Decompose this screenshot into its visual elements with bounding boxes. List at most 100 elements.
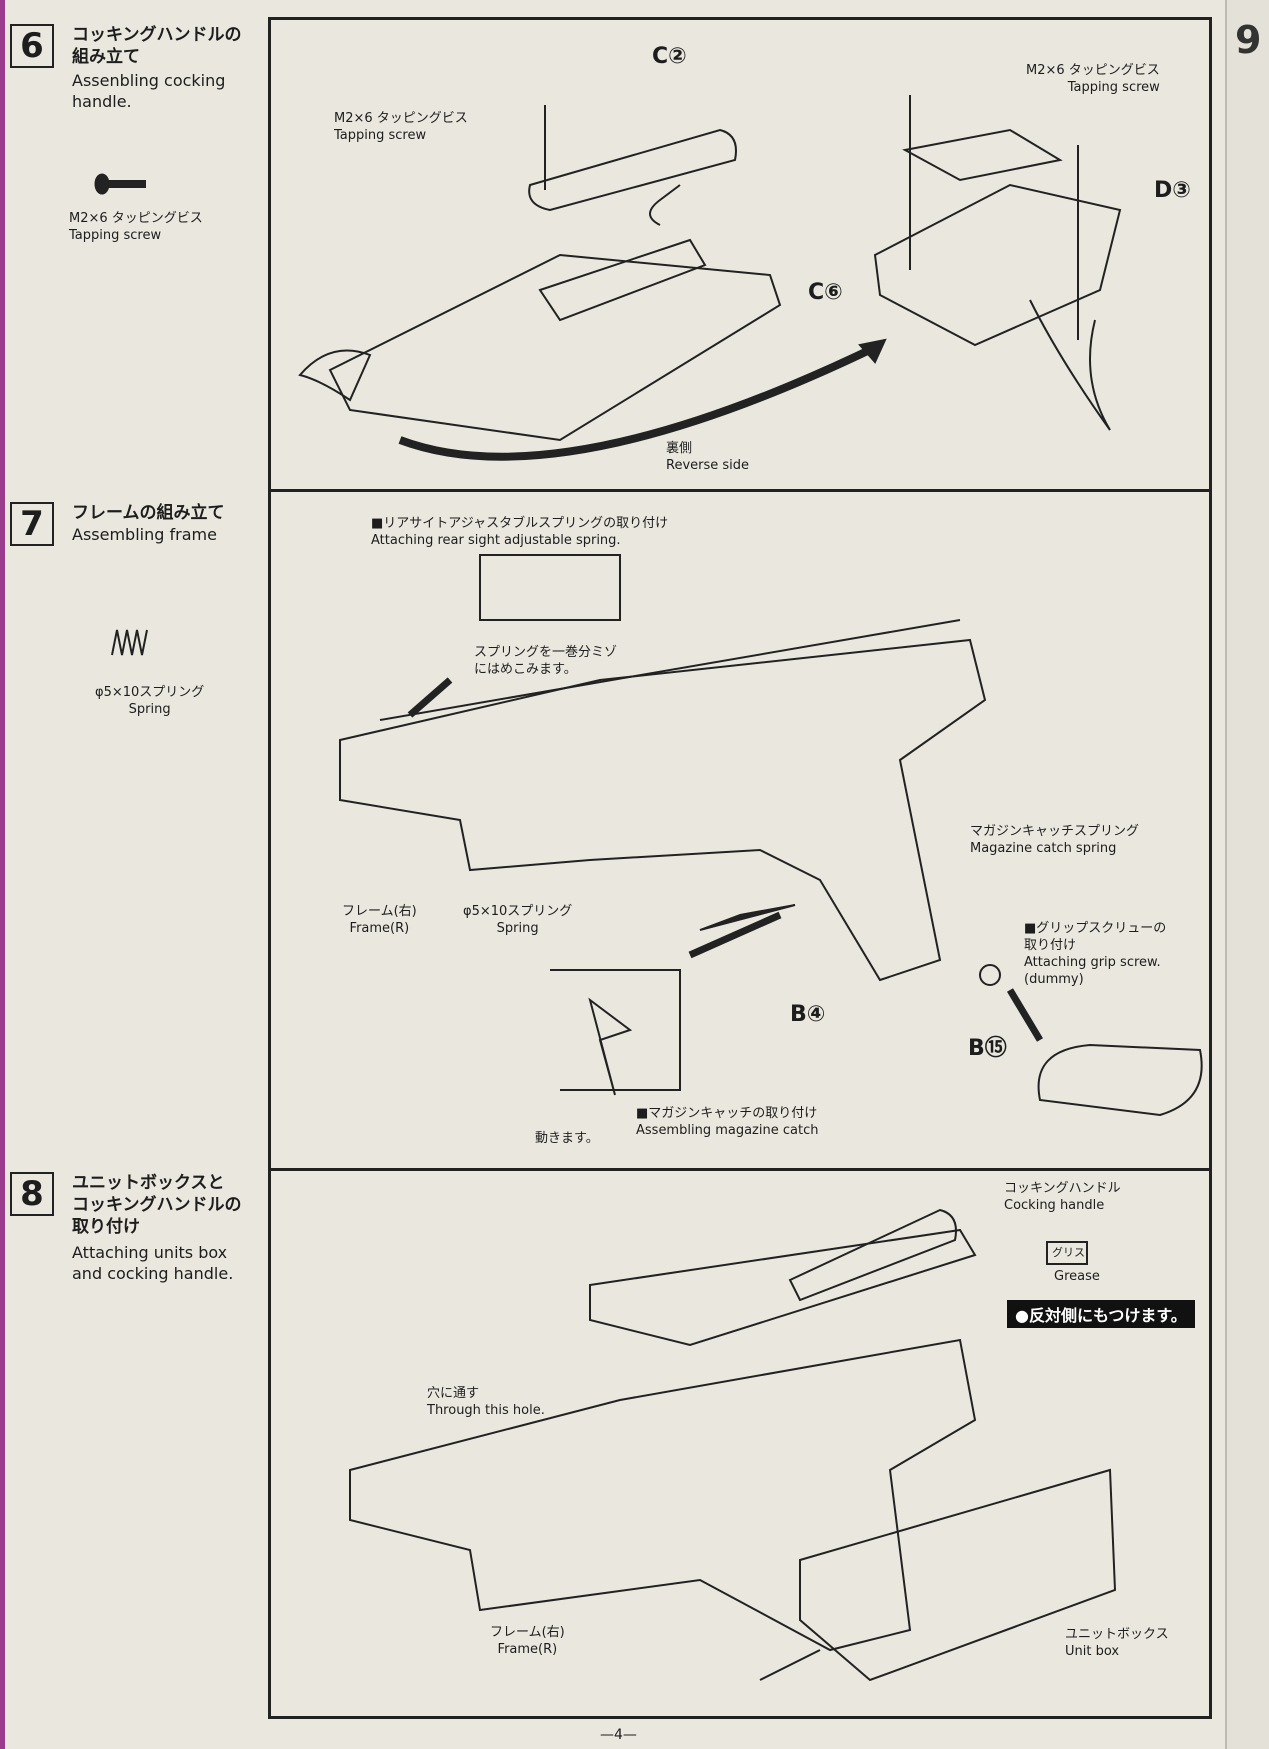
label-en: Assembling magazine catch xyxy=(636,1123,819,1138)
title-line: Assembling frame xyxy=(72,525,217,544)
label-jp: M2×6 タッピングビス xyxy=(69,211,203,226)
label-jp: 裏側 xyxy=(666,441,693,456)
step-title-en: Assembling frame xyxy=(72,524,217,545)
step-title-en: Assenbling cocking handle. xyxy=(72,70,225,112)
arrow xyxy=(688,911,782,959)
label-jp: ユニットボックス xyxy=(1065,1627,1169,1642)
rear-sight-spring-heading: ■リアサイトアジャスタブルスプリングの取り付け Attaching rear si… xyxy=(371,515,668,549)
title-line: 取り付け xyxy=(72,1217,140,1237)
note-line: にはめこみます。 xyxy=(474,662,577,677)
arrow xyxy=(699,904,796,931)
step-number: 6 xyxy=(10,24,54,68)
frame-unit-box-drawing xyxy=(349,1338,1117,1682)
panel-divider xyxy=(268,1168,1212,1171)
frame-drawing xyxy=(339,554,987,982)
reverse-side-drawing xyxy=(873,128,1122,431)
part-b15-label: B⑮ xyxy=(968,1036,1007,1061)
label-en: Attaching grip screw. xyxy=(1024,955,1161,970)
label-en: Spring xyxy=(128,702,171,717)
title-line: handle. xyxy=(72,92,132,111)
diagram-frame xyxy=(268,17,1212,1719)
tapping-screw-label: M2×6 タッピングビス Tapping screw xyxy=(1026,62,1160,96)
step-number: 7 xyxy=(10,502,54,546)
label-jp: ■リアサイトアジャスタブルスプリングの取り付け xyxy=(371,516,669,531)
label-en: Reverse side xyxy=(666,458,750,473)
reverse-side-label: 裏側 Reverse side xyxy=(666,440,749,474)
through-hole-label: 穴に通す Through this hole. xyxy=(427,1385,545,1419)
label-jp: ■グリップスクリューの xyxy=(1024,921,1167,936)
step-title-en: Attaching units box and cocking handle. xyxy=(72,1242,233,1284)
label-jp: コッキングハンドル xyxy=(1004,1181,1121,1196)
step-7-heading: 7 フレームの組み立て Assembling frame xyxy=(10,502,225,546)
grip-screw-part xyxy=(979,964,1001,986)
screw-part-label: M2×6 タッピングビス Tapping screw xyxy=(69,210,203,244)
title-line: 組み立て xyxy=(72,47,140,67)
label-jp: M2×6 タッピングビス xyxy=(1026,63,1160,78)
title-line: ユニットボックスと xyxy=(72,1173,225,1193)
label-en: Frame(R) xyxy=(497,1642,558,1657)
step-title-jp: ユニットボックスとコッキングハンドルの取り付け xyxy=(72,1172,242,1238)
label-jp: フレーム(右) xyxy=(490,1625,565,1640)
moves-note: 動きます。 xyxy=(535,1131,599,1146)
arrow xyxy=(407,677,453,718)
spring-part-label: φ5×10スプリング Spring xyxy=(95,684,204,718)
part-c2-label: C② xyxy=(652,44,687,69)
panel-divider xyxy=(268,489,1212,492)
label-jp: マガジンキャッチスプリング xyxy=(970,824,1140,839)
grease-tube-icon xyxy=(1046,1241,1088,1265)
label-en: (dummy) xyxy=(1024,972,1084,987)
title-line: Assenbling cocking xyxy=(72,71,226,90)
next-page-step-number: 9 xyxy=(1235,18,1262,62)
title-line: コッキングハンドルの xyxy=(72,1195,242,1215)
frame-r-label: フレーム(右) Frame(R) xyxy=(490,1624,565,1658)
magazine-catch-part xyxy=(588,997,633,1096)
label-en: Through this hole. xyxy=(427,1403,545,1418)
label-en: Tapping screw xyxy=(1067,80,1160,95)
label-en: Cocking handle xyxy=(1004,1198,1105,1213)
step-title-jp: フレームの組み立て xyxy=(72,502,225,524)
title-line: フレームの組み立て xyxy=(72,503,225,523)
part-b4-label: B④ xyxy=(790,1002,826,1027)
magazine-catch-spring-label: マガジンキャッチスプリング Magazine catch spring xyxy=(970,823,1139,857)
label-jp: M2×6 タッピングビス xyxy=(334,111,468,126)
cocking-handle-label: コッキングハンドル Cocking handle xyxy=(1004,1180,1121,1214)
spring-label: φ5×10スプリング Spring xyxy=(463,903,572,937)
reverse-arrow xyxy=(398,341,882,461)
label-en: Attaching rear sight adjustable spring. xyxy=(371,533,621,548)
title-line: Attaching units box xyxy=(72,1243,228,1262)
note-line: スプリングを一巻分ミゾ xyxy=(474,645,618,660)
step-8-heading: 8 ユニットボックスとコッキングハンドルの取り付け Attaching unit… xyxy=(10,1172,242,1283)
opposite-side-note: ●反対側にもつけます。 xyxy=(1007,1300,1195,1328)
label-jp: 穴に通す xyxy=(427,1386,480,1401)
grease-tube-label: グリス xyxy=(1052,1246,1085,1259)
unit-box-label: ユニットボックス Unit box xyxy=(1065,1626,1169,1660)
label-jp: フレーム(右) xyxy=(342,904,417,919)
label-jp: ■マガジンキャッチの取り付け xyxy=(636,1106,818,1121)
magazine-catch-detail xyxy=(550,969,681,1091)
page-number: —4— xyxy=(600,1727,637,1743)
part-d3-label: D③ xyxy=(1154,178,1191,203)
label-en: Unit box xyxy=(1065,1644,1120,1659)
part-c6-label: C⑥ xyxy=(808,280,843,305)
label-en: Tapping screw xyxy=(69,228,162,243)
next-page-edge: 9 xyxy=(1225,0,1269,1749)
magazine-catch-heading: ■マガジンキャッチの取り付け Assembling magazine catch xyxy=(636,1105,818,1139)
label-en: Magazine catch spring xyxy=(970,841,1117,856)
cocking-handle-drawing xyxy=(298,128,782,442)
label-en: Frame(R) xyxy=(349,921,410,936)
step-number: 8 xyxy=(10,1172,54,1216)
label-jp: φ5×10スプリング xyxy=(463,904,573,919)
label-jp: φ5×10スプリング xyxy=(95,685,205,700)
arrow-head xyxy=(858,338,887,364)
frame-r-label: フレーム(右) Frame(R) xyxy=(342,903,417,937)
arrow xyxy=(1006,988,1044,1042)
label-en: Spring xyxy=(496,921,539,936)
groove-note: スプリングを一巻分ミゾにはめこみます。 xyxy=(474,644,617,678)
screw-icon xyxy=(94,173,146,195)
grease-label: Grease xyxy=(1054,1269,1100,1284)
title-line: and cocking handle. xyxy=(72,1264,234,1283)
